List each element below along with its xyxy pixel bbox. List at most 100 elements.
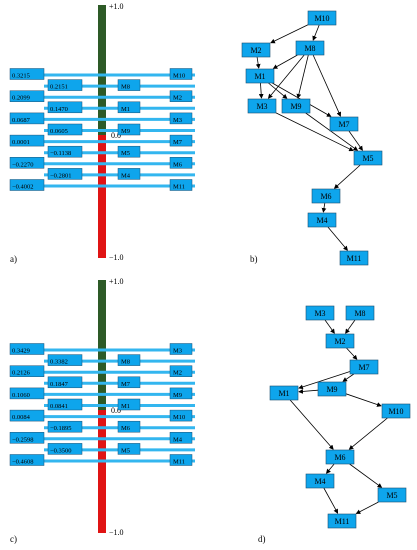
edge-arrow: [270, 24, 309, 44]
value-box: [47, 398, 83, 411]
graph-node: [245, 68, 275, 84]
value-box: [9, 90, 45, 102]
graph-node: [325, 333, 355, 349]
value-box: [9, 134, 45, 147]
module-label: M3: [173, 348, 182, 355]
graph-node-label: M9: [290, 102, 301, 111]
graph-node-label: M2: [334, 337, 345, 346]
graph-node: [377, 487, 407, 503]
value-box: [47, 101, 83, 114]
module-label: M1: [121, 403, 130, 410]
module-label: M10: [173, 414, 185, 421]
edge-arrow: [272, 54, 298, 69]
value-box: [9, 343, 45, 355]
edge-arrow: [255, 56, 261, 69]
graph-node: [345, 305, 375, 321]
edge-arrow: [321, 202, 327, 213]
value-box: [47, 168, 83, 180]
value-label: 0.3429: [12, 348, 30, 355]
graph-node: [349, 359, 379, 375]
graph-node-label: M8: [304, 44, 315, 53]
edge-arrow: [289, 399, 334, 450]
edge-arrow: [258, 82, 264, 99]
module-label: M8: [121, 84, 130, 91]
value-label: −0.4002: [12, 184, 34, 191]
module-label: M1: [121, 106, 130, 113]
module-box: [169, 134, 193, 147]
graph-node-label: M5: [362, 154, 373, 163]
edge-arrow: [323, 487, 339, 514]
value-label: 0.0084: [12, 414, 31, 421]
module-box: [169, 90, 193, 102]
panel-label-b: b): [250, 254, 258, 264]
graph-node: [307, 212, 337, 228]
panel-label-a: a): [10, 254, 17, 264]
module-label: M6: [121, 425, 131, 432]
value-label: −0.2801: [50, 172, 72, 179]
value-box: [9, 432, 45, 444]
edge-arrow: [333, 164, 361, 189]
value-label: 0.0841: [50, 403, 68, 410]
value-label: −0.4608: [12, 459, 34, 466]
edge-arrow: [342, 373, 355, 382]
value-label: 0.3215: [12, 73, 30, 80]
graph-node-label: M11: [335, 517, 350, 526]
module-label: M10: [173, 73, 185, 80]
edge-arrow: [305, 112, 359, 151]
value-box: [47, 376, 83, 389]
module-label: M11: [173, 184, 185, 191]
module-box: [117, 145, 141, 158]
module-box: [117, 101, 141, 114]
module-box: [169, 409, 193, 422]
module-label: M2: [173, 95, 182, 102]
value-label: −0.1895: [50, 425, 72, 432]
value-box: [47, 145, 83, 158]
module-box: [169, 179, 193, 191]
value-box: [47, 443, 83, 455]
value-box: [47, 79, 83, 91]
edge-arrow: [298, 371, 351, 390]
module-label: M7: [121, 381, 131, 388]
edge-arrow: [348, 130, 363, 151]
graph-node-label: M2: [250, 46, 261, 55]
edge-arrow: [355, 501, 379, 514]
edge-arrow: [346, 347, 358, 360]
module-label: M9: [173, 392, 182, 399]
edge-arrow: [327, 226, 348, 251]
value-label: 0.0001: [12, 139, 30, 146]
value-box: [9, 387, 45, 400]
scale-zero-label: 0.0: [111, 131, 121, 140]
scale-top-label: +1.0: [109, 277, 124, 286]
value-box: [47, 123, 83, 136]
value-label: −0.2270: [12, 161, 34, 168]
module-label: M8: [121, 359, 130, 366]
value-label: 0.0605: [50, 128, 68, 135]
graph-node-label: M4: [316, 216, 327, 225]
edge-arrow: [349, 463, 383, 488]
module-box: [169, 432, 193, 444]
value-label: −0.1138: [50, 150, 71, 157]
value-box: [9, 409, 45, 422]
graph-node: [325, 449, 355, 465]
graph-node-label: M6: [320, 192, 331, 201]
module-label: M7: [173, 139, 183, 146]
value-box: [47, 420, 83, 433]
graph-node: [353, 150, 383, 166]
graph-node: [269, 385, 299, 401]
module-box: [169, 454, 193, 466]
graph-node-label: M10: [314, 14, 329, 23]
graph-node: [241, 42, 271, 58]
graph-node-label: M8: [354, 309, 365, 318]
module-label: M5: [121, 447, 130, 454]
edge-arrow: [267, 54, 305, 99]
value-label: 0.0687: [12, 117, 31, 124]
graph-node-label: M7: [338, 120, 349, 129]
graph-node-label: M7: [358, 363, 369, 372]
edge-arrow: [312, 24, 320, 41]
value-label: 0.2126: [12, 370, 31, 377]
panel-label-d: d): [258, 534, 266, 544]
graph-node: [305, 305, 335, 321]
